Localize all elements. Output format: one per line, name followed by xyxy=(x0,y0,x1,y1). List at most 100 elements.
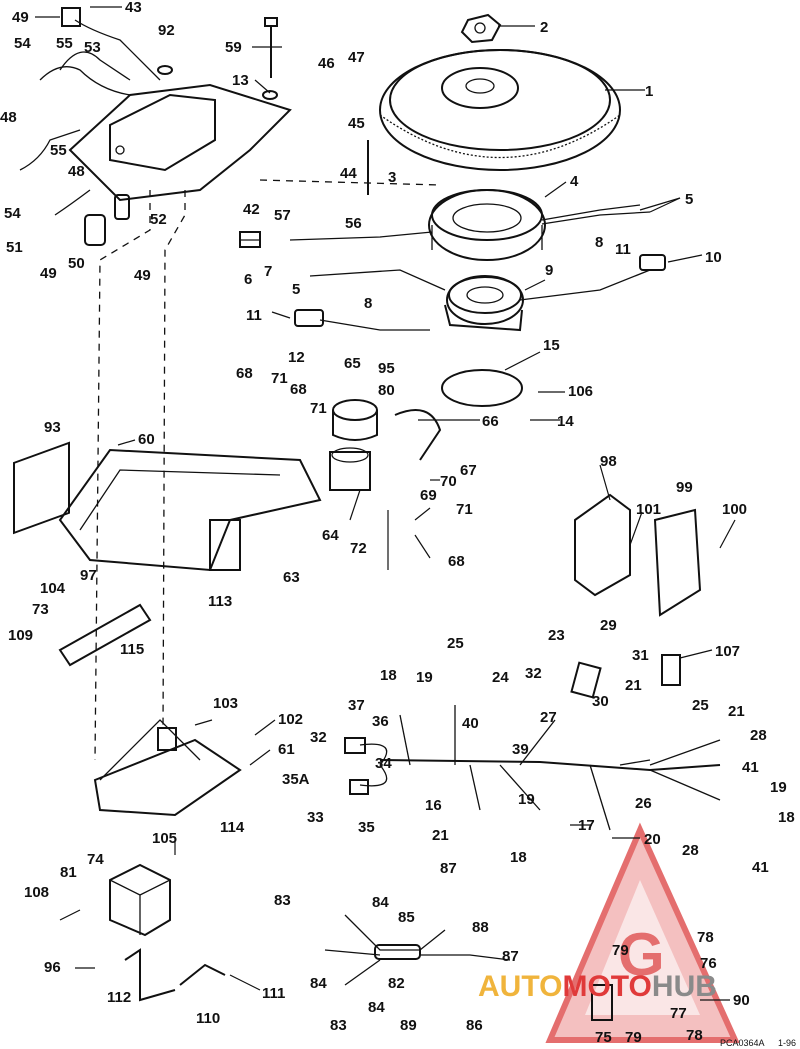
callout-label: 49 xyxy=(12,9,29,26)
callout-label: 42 xyxy=(243,201,260,218)
callout-label: 21 xyxy=(625,677,642,694)
callout-label: 78 xyxy=(697,929,714,946)
decal xyxy=(13,441,70,535)
callout-label: 10 xyxy=(705,249,722,266)
callout-label: 20 xyxy=(644,831,661,848)
callout-label: 4 xyxy=(570,173,579,190)
callout-label: 33 xyxy=(307,809,324,826)
wiring-harness xyxy=(344,654,721,831)
callout-label: 113 xyxy=(208,593,232,610)
watermark-logo-letter: G xyxy=(618,921,665,988)
callout-label: 97 xyxy=(80,567,97,584)
callout-label: 55 xyxy=(50,142,67,159)
connector-75 xyxy=(591,984,613,1021)
callout-label: 85 xyxy=(398,909,415,926)
callout-label: 105 xyxy=(152,830,177,847)
callout-label: 93 xyxy=(44,419,61,436)
callout-label: 41 xyxy=(752,859,769,876)
callout-label: 77 xyxy=(670,1005,687,1022)
callout-label: 45 xyxy=(348,115,365,132)
callout-label: 21 xyxy=(432,827,449,844)
callout-label: 25 xyxy=(447,635,464,652)
flywheel xyxy=(379,49,621,171)
callout-label: 87 xyxy=(440,860,457,877)
callout-label: 55 xyxy=(56,35,73,52)
callout-label: 101 xyxy=(636,501,661,518)
callout-label: 108 xyxy=(24,884,49,901)
watermark-part1: AUTO xyxy=(478,970,562,1003)
callout-label: 63 xyxy=(283,569,300,586)
callout-label: 74 xyxy=(87,851,104,868)
callout-label: 11 xyxy=(246,307,262,324)
callout-label: 110 xyxy=(196,1010,220,1027)
callout-label: 49 xyxy=(40,265,57,282)
callout-label: 78 xyxy=(686,1027,703,1044)
mounting-plate xyxy=(58,448,322,572)
callout-label: 48 xyxy=(0,109,17,126)
watermark-wordmark: AUTOMOTOHUB xyxy=(478,970,717,1003)
callout-label: 115 xyxy=(120,641,144,658)
terminal-block xyxy=(58,603,152,667)
callout-label: 1 xyxy=(645,83,653,100)
assembly-guide-lines xyxy=(94,179,441,761)
callout-label: 47 xyxy=(348,49,365,66)
callout-label: 18 xyxy=(510,849,527,866)
callout-label: 103 xyxy=(213,695,238,712)
callout-label: 87 xyxy=(502,948,519,965)
callout-label: 6 xyxy=(244,271,252,288)
callout-label: 64 xyxy=(322,527,339,544)
callout-label: 53 xyxy=(84,39,101,56)
callout-label: 106 xyxy=(568,383,593,400)
spark-plug-boots xyxy=(124,948,226,1002)
callout-label: 32 xyxy=(525,665,542,682)
callout-label: 99 xyxy=(676,479,693,496)
ignition-pack xyxy=(93,719,242,817)
callout-label: 26 xyxy=(635,795,652,812)
spark-plug-leads xyxy=(19,7,161,246)
callout-label: 84 xyxy=(372,894,389,911)
svg-text:AUTOMOTOHUB: AUTOMOTOHUB xyxy=(478,970,717,1003)
callout-label: 27 xyxy=(540,709,557,726)
callout-label: 50 xyxy=(68,255,85,272)
callout-label: 96 xyxy=(44,959,61,976)
callout-label: 84 xyxy=(368,999,385,1016)
callout-label: 41 xyxy=(742,759,759,776)
callout-label: 18 xyxy=(380,667,397,684)
callout-label: 3 xyxy=(388,169,396,186)
bolt-59 xyxy=(264,17,278,78)
watermark-logo: G xyxy=(545,822,740,1043)
callout-label: 107 xyxy=(715,643,740,660)
callout-label: 11 xyxy=(615,241,631,258)
stator xyxy=(428,189,546,261)
callout-label: 9 xyxy=(545,262,553,279)
callout-label: 16 xyxy=(425,797,442,814)
callout-label: 17 xyxy=(578,817,595,834)
callout-label: 95 xyxy=(378,360,395,377)
callout-label: 25 xyxy=(692,697,709,714)
callout-label: 28 xyxy=(682,842,699,859)
callout-label: 49 xyxy=(134,267,151,284)
callout-label: 24 xyxy=(492,669,509,686)
callout-label: 84 xyxy=(310,975,327,992)
callout-label: 68 xyxy=(448,553,465,570)
callout-label: 71 xyxy=(456,501,473,518)
callout-label: 57 xyxy=(274,207,291,224)
ignition-coil xyxy=(109,863,171,937)
callout-label: 52 xyxy=(150,211,167,228)
callout-label: 69 xyxy=(420,487,437,504)
callout-label: 5 xyxy=(685,191,693,208)
callout-label: 30 xyxy=(592,693,609,710)
callout-label: 76 xyxy=(700,955,717,972)
callout-label: 7 xyxy=(264,263,272,280)
callout-label: 109 xyxy=(8,627,33,644)
callout-label: 81 xyxy=(60,864,77,881)
callout-label: 8 xyxy=(364,295,372,312)
callout-label: 72 xyxy=(350,540,367,557)
watermark-part3: HUB xyxy=(652,970,717,1003)
callout-label: 35A xyxy=(282,771,310,788)
callout-label: 28 xyxy=(750,727,767,744)
ignition-module-plate xyxy=(68,83,292,202)
callout-label: 82 xyxy=(388,975,405,992)
washer-92 xyxy=(157,65,173,75)
